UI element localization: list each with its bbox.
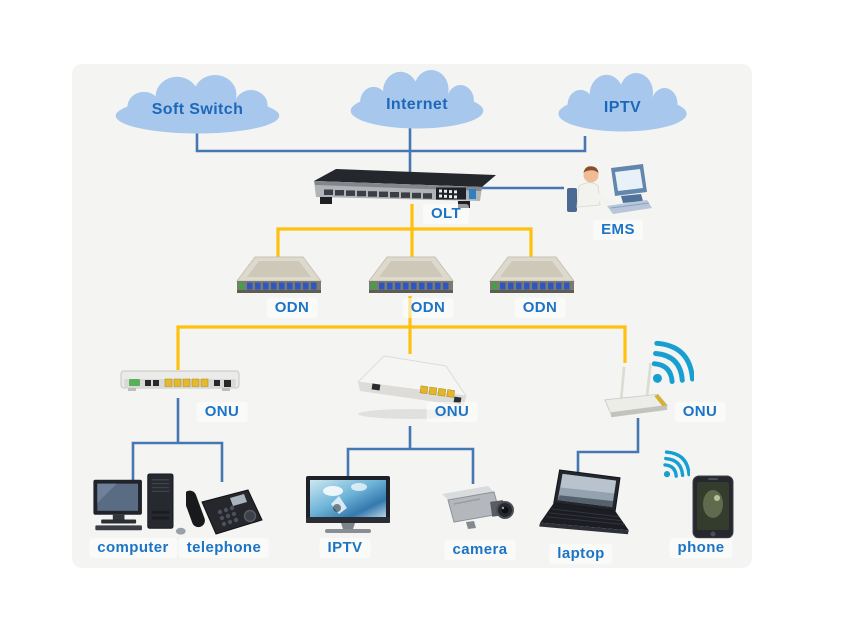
link-olt-odn-bus — [276, 227, 533, 258]
odn-label-3: ODN — [514, 298, 566, 318]
endpoint-telephone — [186, 478, 266, 540]
onu-wifi-router-image — [604, 363, 669, 418]
link-onu1-devices — [131, 441, 224, 482]
odn-label-2: ODN — [402, 298, 454, 318]
tv-image — [306, 476, 390, 533]
telephone-image — [186, 489, 263, 535]
cloud-internet-label: Internet — [386, 96, 448, 113]
endpoint-computer-label: computer — [89, 538, 177, 558]
wifi-signal-icon — [640, 340, 694, 394]
link-onu2-devices — [346, 447, 475, 484]
onu-device-3 — [598, 354, 674, 420]
diagram-panel: Soft Switch Internet IPTV — [72, 64, 752, 568]
cloud-internet: Internet — [342, 70, 492, 132]
ems-figure — [565, 160, 653, 222]
odn-device-2 — [363, 254, 459, 300]
onu-label-1: ONU — [196, 402, 248, 422]
endpoint-phone — [681, 474, 745, 540]
odn-device-1 — [231, 254, 327, 300]
cloud-shape — [558, 73, 687, 132]
cloud-iptv-label: IPTV — [603, 99, 642, 116]
endpoint-laptop — [533, 468, 633, 544]
endpoint-iptv-tv — [303, 474, 393, 538]
computer-image — [93, 473, 186, 535]
camera-image — [442, 486, 514, 529]
ems-operator-image — [567, 164, 652, 214]
onu-label-3: ONU — [674, 402, 726, 422]
onu-label-2: ONU — [426, 402, 478, 422]
link-onu3-laptop — [576, 418, 640, 478]
onu-router-image — [120, 370, 240, 391]
ems-label: EMS — [593, 220, 643, 240]
laptop-image — [539, 469, 629, 535]
odn-device-3 — [484, 254, 580, 300]
cloud-soft-switch: Soft Switch — [105, 75, 290, 137]
link-clouds-bus — [195, 133, 587, 153]
cloud-shape — [350, 70, 484, 129]
onu-device-1 — [118, 366, 242, 398]
endpoint-computer — [90, 472, 190, 538]
olt-device — [308, 166, 508, 212]
odn-splitter-image — [368, 256, 454, 293]
odn-splitter-image — [236, 256, 322, 293]
smartphone-image — [692, 475, 734, 539]
odn-label-1: ODN — [266, 298, 318, 318]
link-odn-onu-bus — [176, 325, 627, 370]
phone-wifi-icon — [656, 450, 690, 484]
wifi-icon — [651, 340, 694, 385]
endpoint-telephone-label: telephone — [178, 538, 270, 558]
endpoint-camera — [436, 480, 516, 536]
endpoint-iptv-label: IPTV — [319, 538, 371, 558]
olt-label: OLT — [422, 204, 470, 224]
endpoint-camera-label: camera — [444, 540, 516, 560]
olt-switch-image — [314, 169, 496, 208]
odn-splitter-image — [489, 256, 575, 293]
cloud-soft-switch-label: Soft Switch — [151, 101, 244, 118]
cloud-shape — [115, 75, 280, 134]
endpoint-laptop-label: laptop — [549, 544, 613, 564]
endpoint-phone-label: phone — [669, 538, 733, 558]
cloud-iptv: IPTV — [550, 73, 695, 135]
wifi-icon — [663, 450, 690, 478]
